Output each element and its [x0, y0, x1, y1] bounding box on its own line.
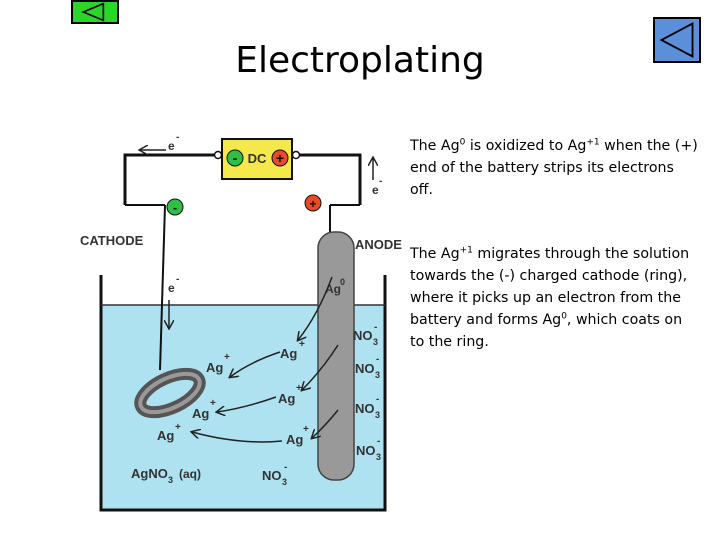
- svg-text:(aq): (aq): [179, 467, 201, 481]
- anode-label: ANODE: [355, 237, 402, 252]
- svg-text:-: -: [284, 462, 287, 473]
- ion-migration-arrow: [230, 351, 281, 377]
- svg-text:Ag: Ag: [278, 391, 295, 406]
- battery-minus-sign: -: [233, 150, 238, 166]
- svg-text:-: -: [376, 354, 379, 365]
- wire-right: [296, 153, 362, 205]
- svg-text:-: -: [377, 436, 380, 447]
- svg-text:+: +: [175, 422, 181, 433]
- silver-ion: Ag +: [192, 398, 216, 421]
- cathode-wire: [159, 204, 166, 371]
- svg-text:+: +: [303, 424, 309, 435]
- svg-text:3: 3: [168, 475, 173, 485]
- svg-text:+: +: [296, 383, 302, 394]
- svg-text:3: 3: [376, 452, 381, 462]
- nitrate-ion: NO 3 -: [355, 394, 380, 420]
- slide-title: Electroplating: [235, 40, 485, 81]
- svg-text:AgNO: AgNO: [131, 466, 168, 481]
- silver-ion: Ag +: [157, 422, 181, 443]
- svg-text:NO: NO: [353, 328, 373, 343]
- silver-anode-rod: [317, 231, 355, 481]
- nitrate-ion: NO 3 -: [353, 322, 378, 347]
- svg-text:3: 3: [282, 477, 287, 487]
- svg-text:NO: NO: [262, 468, 282, 483]
- svg-text:NO: NO: [355, 401, 375, 416]
- svg-text:+: +: [299, 339, 305, 350]
- ion-release-arrow: [298, 276, 333, 340]
- beaker: [99, 275, 387, 512]
- electroplating-diagram: - + DC - + e - e - e - CATHODE ANODE Ag …: [80, 132, 402, 512]
- svg-text:e: e: [168, 281, 175, 295]
- svg-text:+: +: [224, 352, 230, 363]
- silver-ion: Ag +: [206, 352, 230, 375]
- oxidation-paragraph: The Ag0 is oxidized to Ag+1 when the (+)…: [410, 137, 698, 198]
- silver-ion: Ag +: [278, 383, 302, 406]
- svg-text:-: -: [176, 274, 179, 285]
- svg-text:-: -: [379, 176, 382, 187]
- triangle-left-icon: [659, 22, 694, 58]
- anode-sign-badge: [304, 194, 322, 212]
- svg-text:+: +: [210, 398, 216, 409]
- svg-text:-: -: [173, 200, 177, 215]
- svg-text:Ag: Ag: [286, 432, 303, 447]
- silver-ion: Ag +: [286, 424, 309, 447]
- ion-migration-arrow: [217, 396, 277, 412]
- ion-release-arrow: [312, 409, 339, 438]
- cathode-sign-badge: [166, 198, 184, 216]
- silver-ion: Ag +: [280, 339, 305, 361]
- svg-text:e: e: [168, 139, 175, 153]
- wire-left: [123, 153, 218, 205]
- svg-text:NO: NO: [355, 361, 375, 376]
- svg-text:Ag: Ag: [280, 346, 297, 361]
- ion-migration-arrow: [192, 432, 283, 443]
- svg-text:3: 3: [375, 370, 380, 380]
- svg-text:3: 3: [375, 410, 380, 420]
- nitrate-ion: NO 3 -: [355, 354, 380, 380]
- battery-plus-sign: +: [276, 150, 284, 166]
- back-button[interactable]: [71, 0, 119, 24]
- svg-text:+: +: [309, 197, 316, 211]
- solution-label: AgNO 3 (aq): [131, 466, 201, 485]
- svg-text:Ag: Ag: [157, 428, 174, 443]
- battery-label: DC: [248, 151, 267, 166]
- svg-text:-: -: [374, 322, 377, 333]
- svg-text:0: 0: [340, 277, 345, 287]
- svg-text:Ag: Ag: [192, 406, 209, 421]
- nitrate-ion: NO 3 -: [262, 462, 287, 487]
- cathode-label: CATHODE: [80, 233, 144, 248]
- svg-text:NO: NO: [356, 443, 376, 458]
- svg-text:Ag: Ag: [206, 360, 223, 375]
- battery-negative-terminal: [226, 149, 244, 167]
- svg-text:-: -: [176, 132, 179, 143]
- svg-text:3: 3: [373, 337, 378, 347]
- reduction-paragraph: The Ag+1 migrates through the solution t…: [410, 245, 690, 350]
- battery-positive-terminal: [271, 149, 289, 167]
- ion-release-arrow: [302, 344, 339, 390]
- previous-slide-button[interactable]: [653, 17, 701, 63]
- svg-text:e: e: [372, 183, 379, 197]
- triangle-left-icon: [81, 2, 105, 22]
- nitrate-ion: NO 3 -: [356, 436, 381, 462]
- svg-text:-: -: [376, 394, 379, 405]
- cathode-ring: [134, 367, 206, 419]
